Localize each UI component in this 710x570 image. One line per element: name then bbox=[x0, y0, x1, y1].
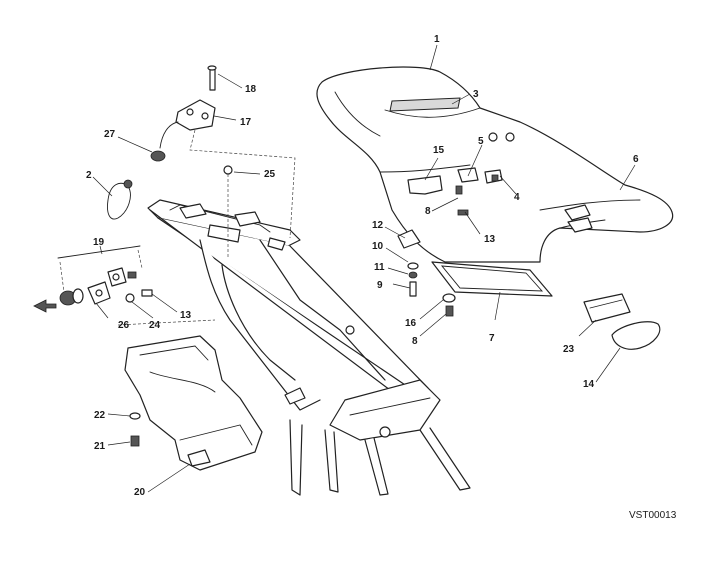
callout-10: 10 bbox=[372, 241, 384, 252]
wire-clip-assembly bbox=[150, 65, 296, 239]
cable-2 bbox=[107, 179, 133, 220]
rear-subframe bbox=[147, 199, 471, 496]
tool-kit-items bbox=[583, 293, 661, 350]
seat-plate bbox=[431, 261, 553, 297]
callout-2: 2 bbox=[86, 170, 92, 181]
callout-12: 12 bbox=[372, 220, 384, 231]
seat-assembly bbox=[316, 66, 674, 263]
callout-13b: 13 bbox=[180, 310, 192, 321]
callout-15: 15 bbox=[433, 145, 445, 156]
callout-21: 21 bbox=[94, 441, 106, 452]
callout-23: 23 bbox=[563, 344, 575, 355]
callout-27: 27 bbox=[104, 129, 116, 140]
callout-5: 5 bbox=[478, 136, 484, 147]
drawing-code: VST00013 bbox=[629, 510, 677, 521]
callout-16: 16 bbox=[405, 318, 417, 329]
callout-25: 25 bbox=[264, 169, 276, 180]
bolt-25 bbox=[223, 165, 233, 258]
callout-13a: 13 bbox=[484, 234, 496, 245]
callout-7: 7 bbox=[489, 333, 495, 344]
callout-8b: 8 bbox=[412, 336, 418, 347]
callout-18: 18 bbox=[245, 84, 257, 95]
small-hardware-center bbox=[397, 229, 456, 317]
callout-6: 6 bbox=[633, 154, 639, 165]
callout-11: 11 bbox=[374, 262, 385, 273]
callout-1: 1 bbox=[434, 34, 440, 45]
seat-label-plate bbox=[389, 97, 461, 112]
undertray-20 bbox=[117, 319, 263, 471]
callout-22: 22 bbox=[94, 410, 106, 421]
seat-brackets bbox=[407, 132, 515, 216]
callout-14: 14 bbox=[583, 379, 595, 390]
callout-17: 17 bbox=[240, 117, 252, 128]
left-hardware-group bbox=[33, 245, 153, 313]
callout-9: 9 bbox=[377, 280, 383, 291]
callout-20: 20 bbox=[134, 487, 146, 498]
callout-24: 24 bbox=[149, 320, 161, 331]
callout-19: 19 bbox=[93, 237, 105, 248]
callout-3: 3 bbox=[473, 89, 479, 100]
callout-4: 4 bbox=[514, 192, 520, 203]
callout-labels: 1 2 3 4 5 6 7 8 8 9 10 11 12 13 13 14 15… bbox=[86, 34, 639, 498]
leader-lines bbox=[92, 44, 636, 493]
callout-8a: 8 bbox=[425, 206, 431, 217]
callout-26: 26 bbox=[118, 320, 130, 331]
